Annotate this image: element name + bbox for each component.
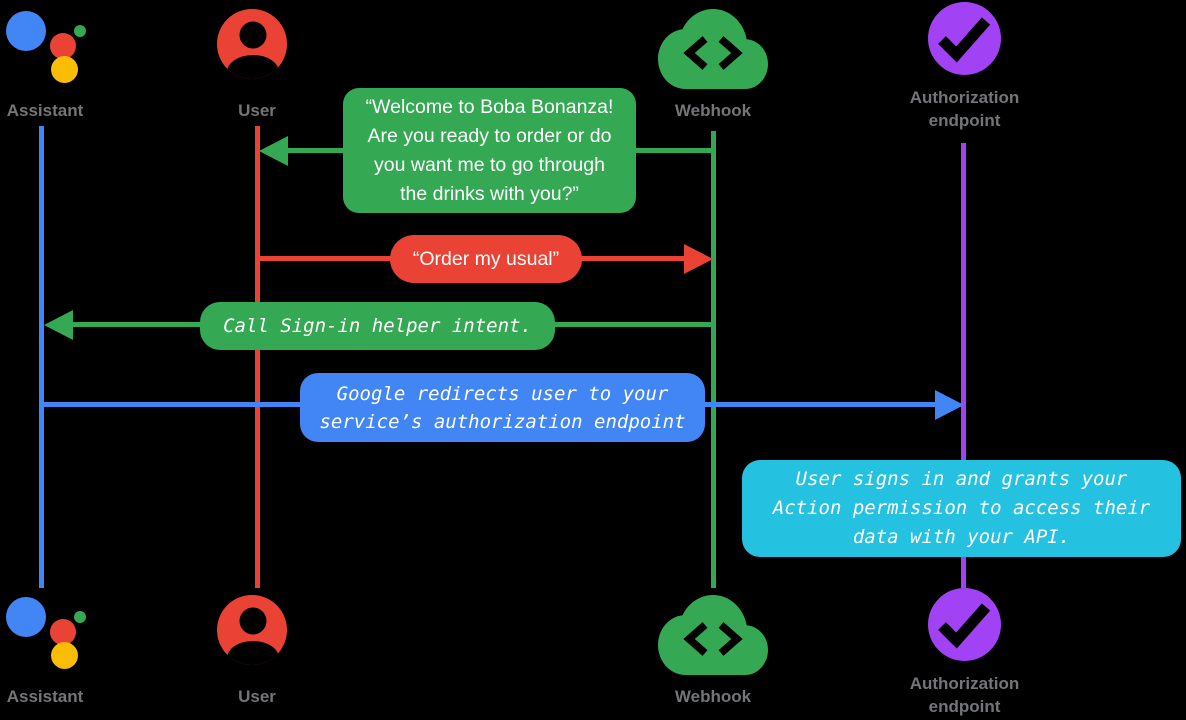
order-message-arrowhead-icon <box>684 244 713 274</box>
signin-note-box: User signs in and grants your Action per… <box>742 460 1181 557</box>
webhook-label: Webhook <box>674 687 752 706</box>
webhook-cloud-icon <box>658 595 768 675</box>
webhook-label: Webhook <box>674 101 752 120</box>
redirect-message-bubble: Google redirects user to your service’s … <box>300 373 705 442</box>
assistant-yellow-dot <box>51 56 78 83</box>
note-line-3: data with your API. <box>852 526 1071 548</box>
signin-message-bubble: Call Sign-in helper intent. <box>200 302 555 350</box>
authorization-endpoint-lifeline <box>961 143 966 588</box>
assistant-blue-circle <box>6 597 46 637</box>
assistant-green-dot <box>74 25 86 37</box>
auth-label-line-2: endpoint <box>928 697 1001 716</box>
redirect-line-2: service’s authorization endpoint <box>319 410 686 433</box>
user-label: User <box>238 687 276 706</box>
redirect-line-1: Google redirects user to your <box>336 382 669 405</box>
welcome-line-4: the drinks with you?” <box>400 182 579 205</box>
webhook-lifeline <box>711 131 716 588</box>
auth-label-line-1: Authorization <box>909 674 1020 693</box>
note-line-2: Action permission to access their <box>772 497 1151 519</box>
webhook-cloud-icon <box>658 9 768 89</box>
assistant-red-dot <box>50 33 76 59</box>
user-label: User <box>238 101 276 120</box>
auth-label-line-1: Authorization <box>909 88 1020 107</box>
assistant-green-dot <box>74 611 86 623</box>
welcome-line-1: “Welcome to Boba Bonanza! <box>365 95 614 118</box>
welcome-line-2: Are you ready to order or do <box>367 124 612 147</box>
user-lifeline <box>255 126 260 588</box>
welcome-message-arrowhead-icon <box>259 136 288 166</box>
assistant-blue-circle <box>6 11 46 51</box>
order-text: “Order my usual” <box>412 247 560 270</box>
welcome-message-bubble: “Welcome to Boba Bonanza! Are you ready … <box>343 88 636 213</box>
authorization-endpoint-label: Authorization endpoint <box>902 672 1027 718</box>
order-message-bubble: “Order my usual” <box>390 235 582 283</box>
assistant-red-dot <box>50 619 76 645</box>
assistant-yellow-dot <box>51 642 78 669</box>
authorization-endpoint-check-icon <box>928 588 1001 661</box>
authorization-endpoint-label: Authorization endpoint <box>902 86 1027 132</box>
signin-message-arrowhead-icon <box>44 310 73 340</box>
redirect-message-arrowhead-icon <box>935 390 964 420</box>
google-assistant-logo-icon <box>0 0 90 92</box>
assistant-lifeline <box>39 126 44 588</box>
signin-text: Call Sign-in helper intent. <box>223 315 532 337</box>
authorization-endpoint-check-icon <box>928 2 1001 75</box>
assistant-label: Assistant <box>6 101 84 120</box>
welcome-line-3: you want me to go through <box>374 153 605 176</box>
google-assistant-logo-icon <box>0 586 90 678</box>
assistant-label: Assistant <box>6 687 84 706</box>
note-line-1: User signs in and grants your <box>795 468 1128 490</box>
user-icon <box>217 9 287 79</box>
auth-label-line-2: endpoint <box>928 111 1001 130</box>
user-icon <box>217 595 287 665</box>
